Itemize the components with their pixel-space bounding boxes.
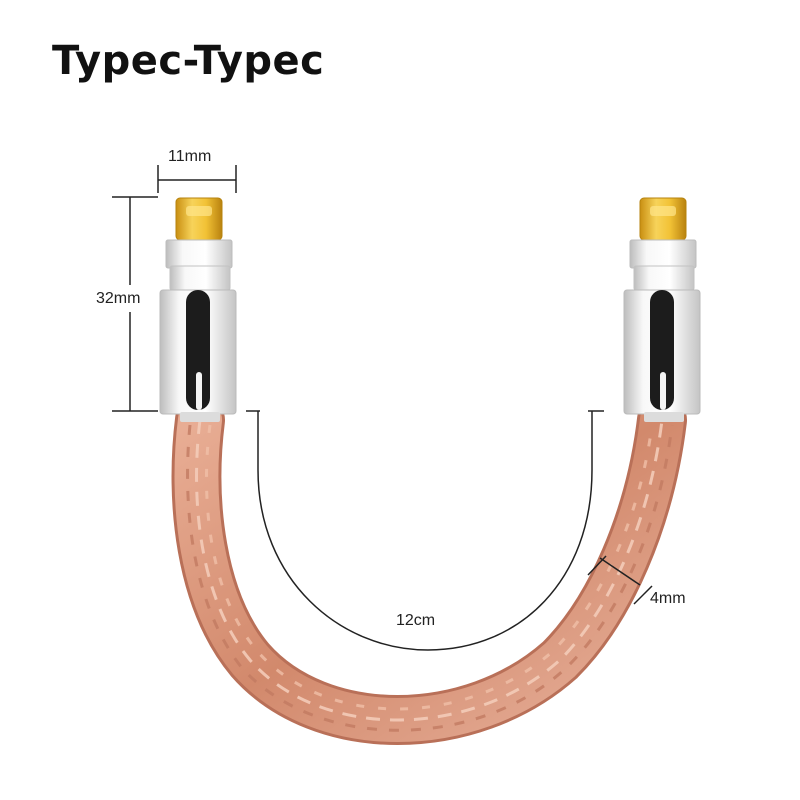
cable-diameter-label: 4mm bbox=[650, 590, 686, 607]
cable-length-label: 12cm bbox=[396, 612, 436, 629]
right-usb-c-connector bbox=[623, 197, 701, 422]
braided-copper-cable bbox=[171, 395, 687, 745]
connector-width-label: 11mm bbox=[168, 148, 212, 165]
connector-length-label: 32mm bbox=[96, 290, 141, 307]
left-usb-c-connector bbox=[159, 197, 237, 422]
page-title: Typec-Typec bbox=[52, 38, 325, 84]
dimension-lines bbox=[112, 165, 653, 651]
